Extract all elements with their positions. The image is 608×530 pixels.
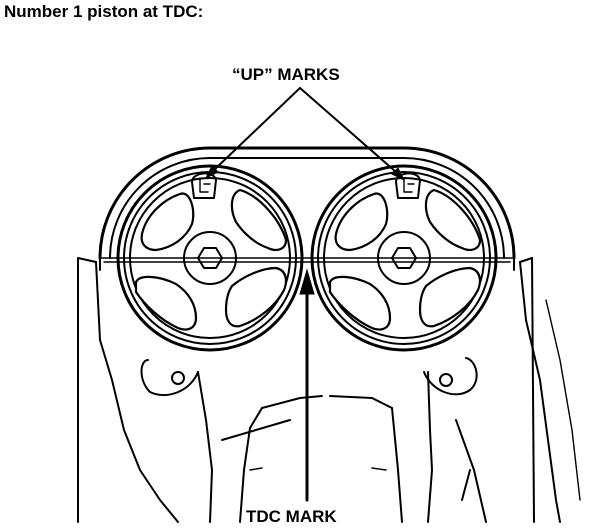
diagram-heading: Number 1 piston at TDC: <box>4 2 204 21</box>
left-cam-pulley <box>116 164 304 352</box>
tdc-mark-pointer <box>299 268 315 502</box>
engine-block <box>77 257 581 523</box>
up-marks-label: “UP” MARKS <box>232 65 340 84</box>
right-cam-pulley <box>310 164 498 352</box>
up-marks-pointer <box>204 87 406 182</box>
tdc-mark-label: TDC MARK <box>246 507 337 526</box>
timing-belt <box>98 146 516 271</box>
